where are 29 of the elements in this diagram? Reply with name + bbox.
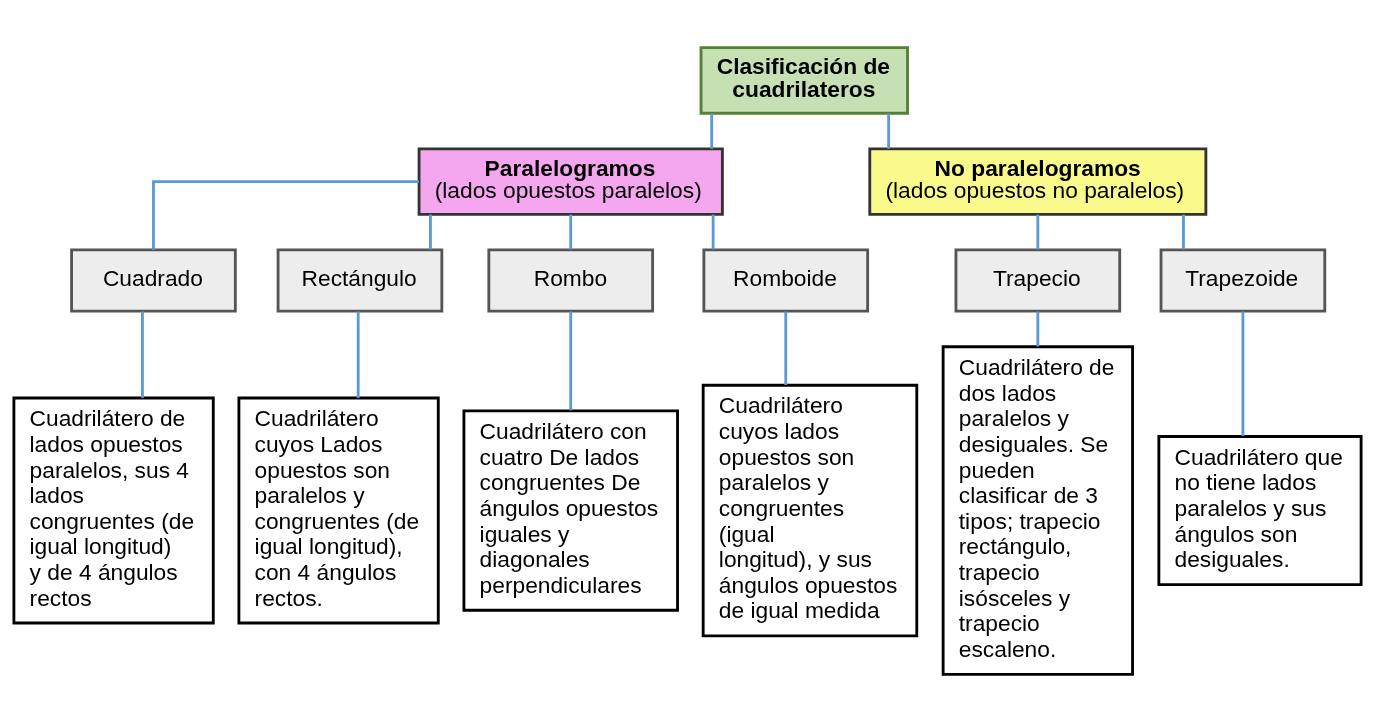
connector <box>1182 214 1185 249</box>
node-box: Cuadrilátero cuyos lados opuestos son paralelos y congruentes (igual longitud), y sus ángulos opuestos de igual medida <box>701 383 919 637</box>
connector <box>569 311 573 410</box>
node-box: Cuadrilátero con cuatro De lados congruentes De ángulos opuestos iguales y diagonales perpendiculares <box>462 408 679 612</box>
connector <box>356 311 360 398</box>
node-box: Cuadrilátero de lados opuestos paralelos, sus 4 lados congruentes (de igual longitud) y de 4 ángulos rectos <box>12 396 215 624</box>
connector <box>887 113 891 149</box>
connector <box>569 214 573 249</box>
connector <box>711 214 715 249</box>
node-box: Cuadrilátero de dos lados paralelos y desiguales. Se pueden clasificar de 3 tipos; trapecio rectángulo, trapecio isósceles y trapecio escaleno. <box>941 344 1134 676</box>
connector <box>784 311 788 385</box>
connector <box>429 214 432 249</box>
node-box: Romboide <box>702 248 870 313</box>
node-box: Trapecio <box>954 248 1122 313</box>
node-box: Trapezoide <box>1159 248 1327 313</box>
connector <box>1241 311 1245 436</box>
node-box: Rombo <box>487 248 655 313</box>
node-box: No paralelogramos (lados opuestos no paralelos) <box>868 146 1208 216</box>
node-box: Paralelogramos (lados opuestos paralelos) <box>417 146 724 216</box>
node-box: Cuadrado <box>70 248 237 313</box>
node-box: Clasificación de cuadrilateros <box>699 45 909 115</box>
connector <box>710 113 714 149</box>
connector <box>1036 214 1040 249</box>
connector <box>141 311 144 398</box>
node-box: Cuadrilátero cuyos Lados opuestos son paralelos y congruentes (de igual longitud), con 4 ángulos rectos. <box>237 396 440 624</box>
node-box: Rectángulo <box>276 248 444 313</box>
connector <box>152 179 419 250</box>
node-box: Cuadrilátero que no tiene lados paralelos y sus ángulos son desiguales. <box>1157 434 1363 586</box>
connector <box>1036 311 1040 346</box>
